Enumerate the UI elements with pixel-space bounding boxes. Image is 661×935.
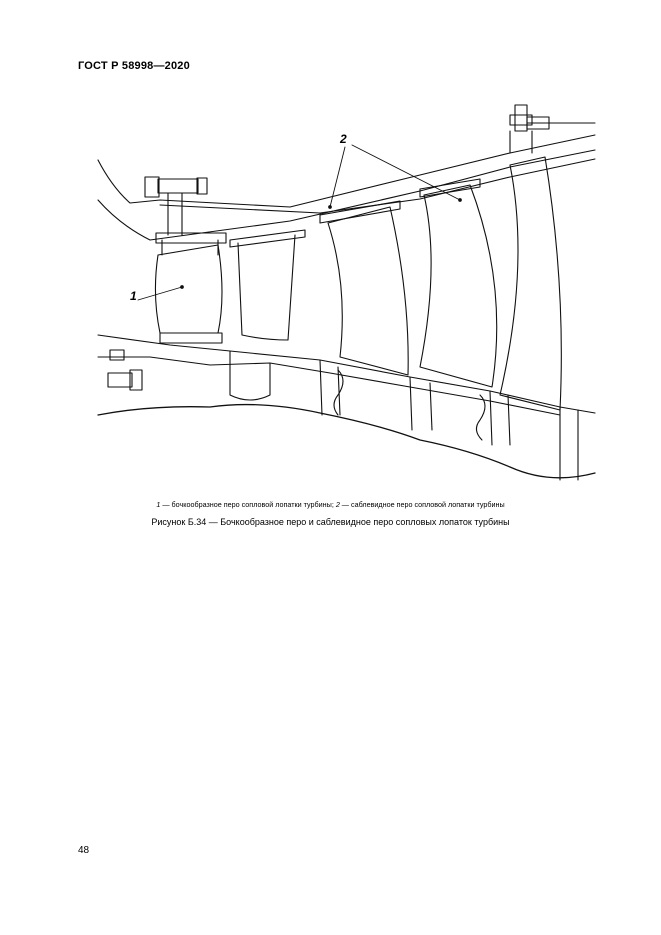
page-number: 48 [78,845,90,856]
saber-blade-outline-2 [419,184,498,388]
legend-item-1-number: 1 [156,500,161,509]
turbine-drawing: 1 2 [97,104,596,481]
document-standard-header: ГОСТ Р 58998—2020 [78,60,190,72]
legend-item-2-text: — саблевидное перо сопловой лопатки турб… [339,500,505,509]
figure-caption: Рисунок Б.34 — Бочкообразное перо и сабл… [151,517,510,527]
legend-item-1-text: — бочкообразное перо сопловой лопатки ту… [160,500,336,509]
turbine-nozzle-blades-figure: 1 2 [90,95,600,490]
callout-2-label: 2 [339,132,347,146]
barrel-blade-outline [154,244,223,334]
legend-item-2-number: 2 [335,500,340,509]
figure-legend: 1 — бочкообразное перо сопловой лопатки … [0,500,661,509]
saber-blade-outline-3 [499,156,562,411]
saber-blade-outline-1 [327,206,409,376]
callout-1-label: 1 [130,289,137,303]
